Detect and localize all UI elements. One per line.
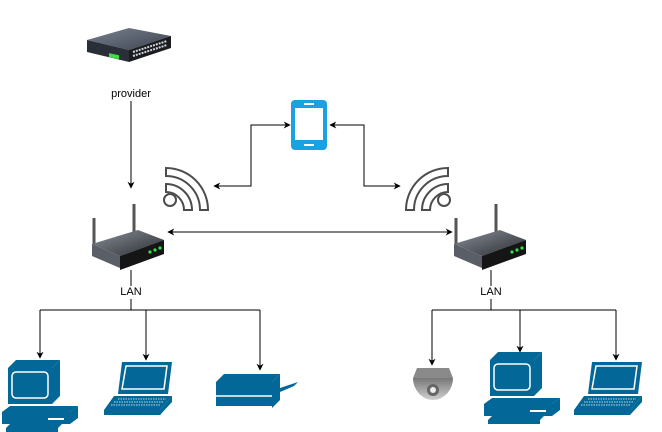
security-camera-icon[interactable] [413,368,453,400]
smartphone-icon[interactable] [291,100,327,150]
printer-icon[interactable] [216,374,298,408]
edge-phone-wifi-left [213,121,291,190]
lan-label-right: LAN [479,286,503,299]
laptop-icon[interactable] [103,361,173,416]
wifi-icon [404,166,451,211]
switch-icon[interactable] [87,28,171,62]
desktop-pc-icon[interactable] [483,351,561,425]
provider-label: provider [110,88,152,101]
wireless-router-icon[interactable] [90,202,166,272]
lan-label-left: LAN [119,286,143,299]
wireless-router-icon[interactable] [452,202,528,272]
edge-phone-wifi-right [329,121,401,190]
wifi-icon [163,166,210,211]
laptop-icon[interactable] [573,361,643,416]
desktop-pc-icon[interactable] [1,359,79,432]
edges [36,100,620,371]
